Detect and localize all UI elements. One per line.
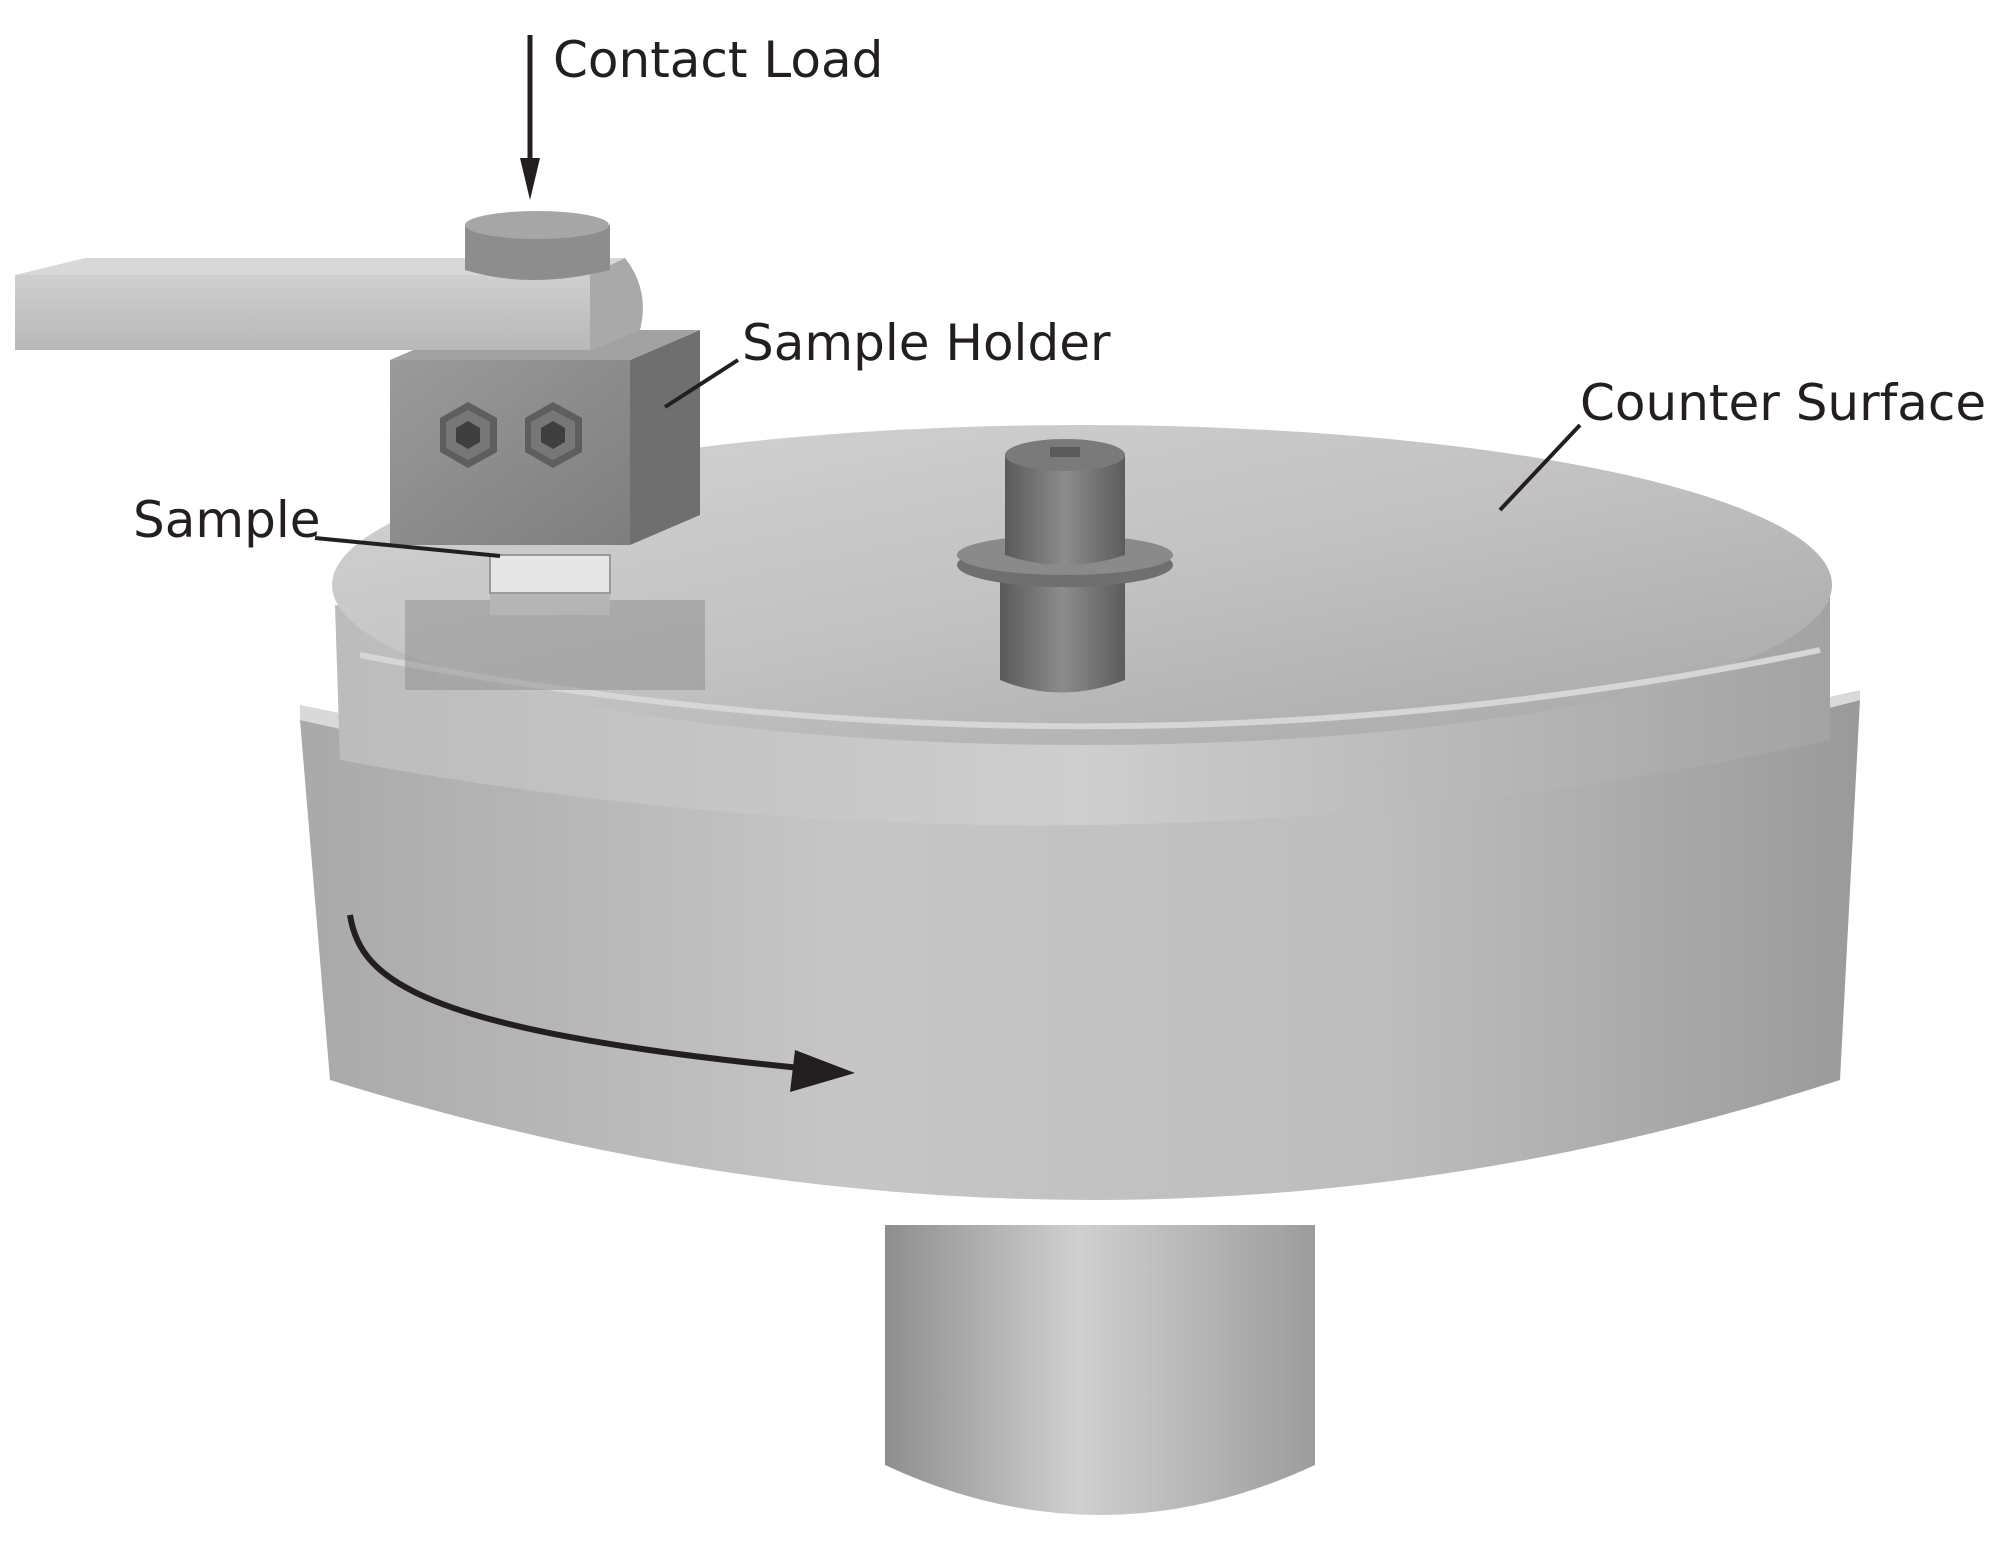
load-pin — [465, 211, 610, 280]
drive-shaft — [885, 1225, 1315, 1515]
counter-surface-label: Counter Surface — [1580, 374, 1987, 432]
sample-holder — [390, 330, 700, 545]
counter-surface-leader-line — [1498, 423, 1582, 512]
hex-bolt-icon — [525, 402, 582, 468]
curved-arrow-right-icon — [347, 914, 855, 1092]
center-bolt — [957, 439, 1173, 693]
hex-bolt-icon — [440, 402, 497, 468]
sample-holder-leader-line — [663, 358, 740, 409]
sample — [489, 554, 611, 594]
sample-leader-line — [314, 536, 501, 558]
arrow-down-icon — [520, 35, 540, 200]
sample-holder-label: Sample Holder — [742, 314, 1111, 372]
loading-arm — [15, 258, 643, 350]
leader-lines — [314, 358, 1582, 558]
contact-load-label: Contact Load — [553, 31, 884, 89]
sample-label: Sample — [133, 491, 321, 549]
